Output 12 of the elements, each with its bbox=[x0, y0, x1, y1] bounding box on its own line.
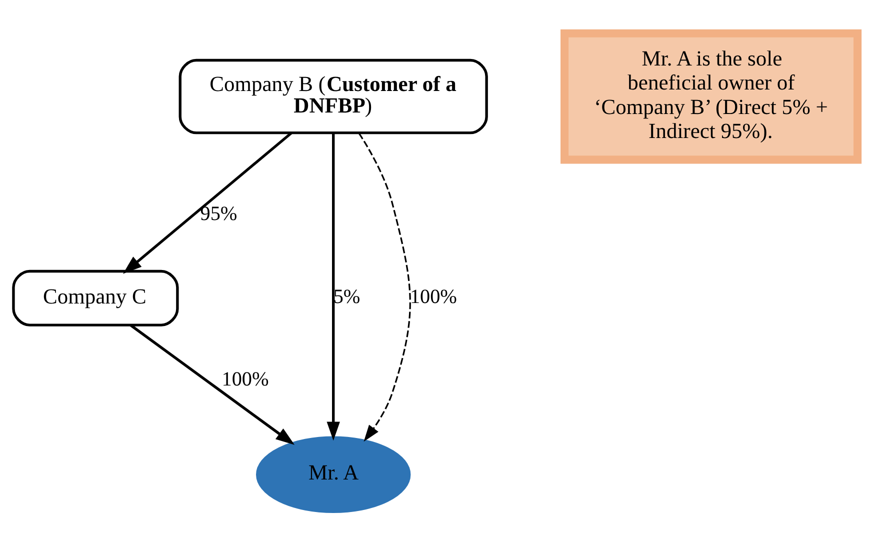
node-ellipse: Mr. A bbox=[256, 436, 411, 513]
edge-label: 5% bbox=[333, 285, 360, 308]
node-box: Company C bbox=[12, 269, 179, 326]
arrow bbox=[358, 132, 411, 442]
edge-label: 95% bbox=[200, 202, 238, 225]
node-box: Mr. A is the sole beneficial owner of ‘Company B’ (Direct 5% + Indirect 95%). bbox=[560, 28, 862, 164]
arrow bbox=[130, 324, 295, 444]
edge-label: 100% bbox=[410, 285, 457, 308]
edge-label: 100% bbox=[222, 368, 269, 390]
node-box: Company B (Customer of a DNFBP) bbox=[178, 58, 488, 134]
arrow bbox=[326, 132, 340, 440]
arrow bbox=[122, 131, 292, 274]
